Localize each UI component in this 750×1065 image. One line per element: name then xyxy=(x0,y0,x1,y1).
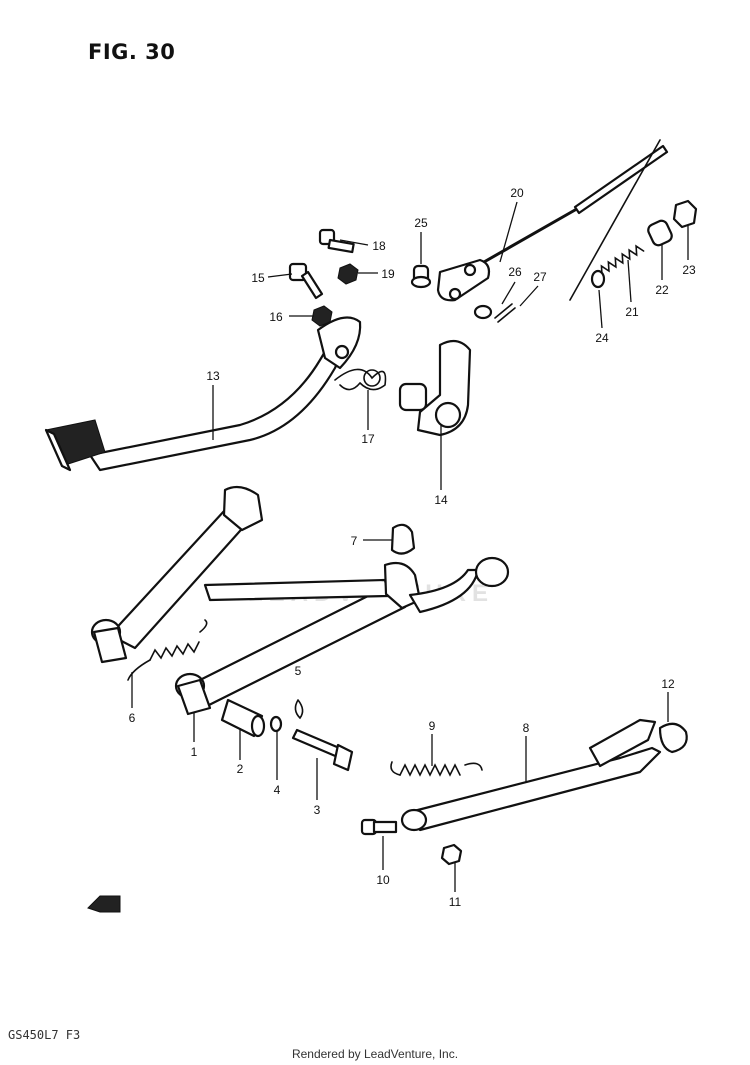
callout-18: 18 xyxy=(372,239,386,253)
callout-26: 26 xyxy=(508,265,522,279)
cotter-pin[interactable] xyxy=(494,303,516,323)
callout-20: 20 xyxy=(510,186,524,200)
stand-washer[interactable] xyxy=(269,715,283,733)
callout-10: 10 xyxy=(376,873,390,887)
stand-bolt[interactable] xyxy=(291,728,354,772)
front-direction-arrow-icon xyxy=(87,895,121,913)
side-stand-bolt[interactable] xyxy=(360,818,398,836)
callout-15: 15 xyxy=(251,271,265,285)
credit-line: Rendered by LeadVenture, Inc. xyxy=(291,1047,459,1061)
callout-4: 4 xyxy=(274,783,281,797)
callout-8: 8 xyxy=(523,721,530,735)
leader-lines xyxy=(131,201,689,892)
callout-3: 3 xyxy=(314,803,321,817)
callout-13: 13 xyxy=(206,369,220,383)
model-code: GS450L7 F3 xyxy=(8,1028,81,1042)
rod-collar[interactable] xyxy=(646,219,673,247)
bolt-15[interactable] xyxy=(288,262,324,300)
callout-23: 23 xyxy=(682,263,696,277)
center-stand[interactable] xyxy=(90,485,510,716)
side-stand-nut[interactable] xyxy=(440,843,463,866)
side-stand[interactable] xyxy=(400,718,662,832)
callout-16: 16 xyxy=(269,310,283,324)
rod-washer[interactable] xyxy=(590,269,606,289)
stand-collar[interactable] xyxy=(220,698,266,738)
side-stand-rubber[interactable] xyxy=(658,722,688,754)
callout-1: 1 xyxy=(191,745,198,759)
bolt-18[interactable] xyxy=(318,228,355,254)
side-stand-spring[interactable] xyxy=(390,761,483,777)
callout-25: 25 xyxy=(414,216,428,230)
callout-24: 24 xyxy=(595,331,609,345)
brake-rod-joint[interactable] xyxy=(436,258,491,302)
callout-5: 5 xyxy=(295,664,302,678)
nut-19[interactable] xyxy=(337,263,359,285)
callout-12: 12 xyxy=(661,677,675,691)
center-stand-spring[interactable] xyxy=(127,619,208,681)
callout-2: 2 xyxy=(237,762,244,776)
callout-17: 17 xyxy=(361,432,375,446)
callout-7: 7 xyxy=(351,534,358,548)
rear-brake-arm[interactable] xyxy=(398,339,472,437)
rear-brake-pedal[interactable] xyxy=(44,316,362,472)
callout-27: 27 xyxy=(533,270,547,284)
callout-6: 6 xyxy=(129,711,136,725)
callout-labels: 20 25 26 27 24 21 22 23 18 15 19 16 13 1… xyxy=(129,186,696,909)
rod-spring[interactable] xyxy=(598,244,645,276)
figure-title: FIG. 30 xyxy=(88,40,176,64)
callout-21: 21 xyxy=(625,305,639,319)
stand-stopper[interactable] xyxy=(390,523,416,555)
callout-9: 9 xyxy=(429,719,436,733)
washer[interactable] xyxy=(473,304,493,320)
stand-clip[interactable] xyxy=(294,699,304,720)
callout-14: 14 xyxy=(434,493,448,507)
rod-nut[interactable] xyxy=(672,199,698,229)
callout-11: 11 xyxy=(449,895,462,909)
brake-rod[interactable] xyxy=(468,139,669,301)
callout-19: 19 xyxy=(381,267,395,281)
pedal-return-spring[interactable] xyxy=(334,368,387,391)
pin[interactable] xyxy=(410,264,432,289)
callout-22: 22 xyxy=(655,283,669,297)
